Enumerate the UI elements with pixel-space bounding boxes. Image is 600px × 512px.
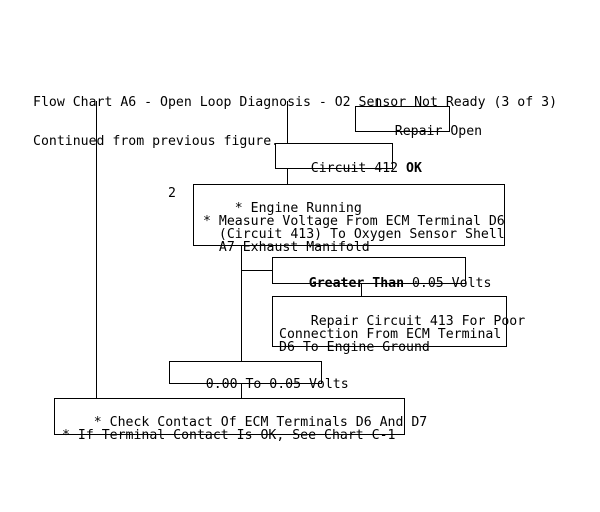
node-repair-circuit-413: Repair Circuit 413 For Poor Connection F… [272, 296, 525, 354]
node-circuit-412-label: Circuit 412 [310, 161, 407, 176]
node-check-contact: * Check Contact Of ECM Terminals D6 And … [54, 398, 427, 442]
connector-top-to-repair-open [377, 98, 378, 106]
step-2-marker: 2 [168, 186, 176, 201]
node-greater-than-label: 0.05 Volts [404, 276, 492, 291]
node-check-contact-text: * Check Contact Of ECM Terminals D6 And … [62, 415, 428, 443]
figure-title: Flow Chart A6 - Open Loop Diagnosis - O2… [33, 70, 557, 174]
connector-left-vertical [96, 101, 97, 398]
node-engine-check-text: * Engine Running * Measure Voltage From … [203, 201, 505, 255]
node-repair-open-label: Repair Open [394, 124, 483, 139]
node-repair-open: Repair Open [355, 106, 482, 138]
figure-title-line2: Continued from previous figure. [33, 134, 280, 149]
connector-top-to-circuit412 [287, 101, 288, 143]
figure-title-line1: Flow Chart A6 - Open Loop Diagnosis - O2… [33, 95, 558, 110]
connector-volts-to-check-contact [241, 384, 242, 398]
connector-circuit412-to-step2 [287, 169, 288, 184]
node-circuit-412-ok: Circuit 412 OK [275, 143, 422, 175]
connector-step2-to-volts-range [241, 246, 242, 361]
node-volts-range-label: 0.00 To 0.05 Volts [205, 377, 349, 392]
connector-greater-to-repair413 [361, 284, 362, 296]
node-volts-range: 0.00 To 0.05 Volts [169, 361, 349, 391]
node-engine-check: * Engine Running * Measure Voltage From … [193, 184, 505, 254]
connector-branch-to-greater-than [241, 270, 272, 271]
node-repair-circuit-413-text: Repair Circuit 413 For Poor Connection F… [279, 314, 526, 355]
node-greater-than-label-bold: Greater Than [308, 276, 405, 291]
node-greater-than: Greater Than 0.05 Volts [272, 257, 491, 290]
node-circuit-412-label-bold: OK [406, 161, 422, 176]
